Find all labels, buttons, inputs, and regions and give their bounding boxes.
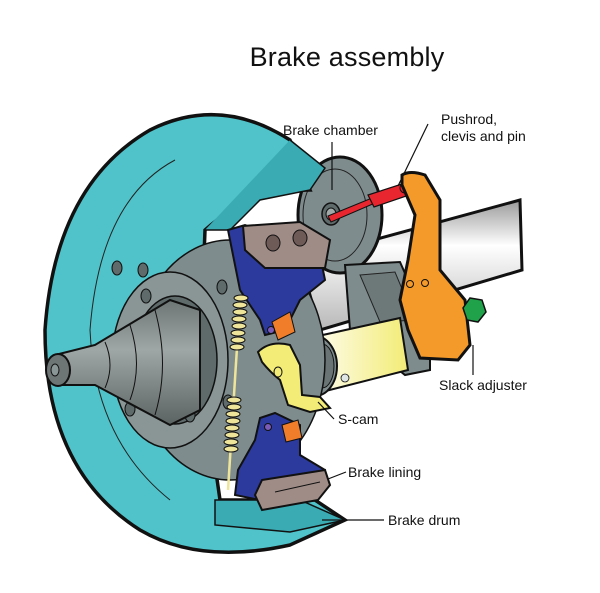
label-brake-drum: Brake drum xyxy=(388,512,461,528)
label-pushrod-clevis-pin: Pushrod, clevis and pin xyxy=(441,111,526,145)
leader-lines xyxy=(317,123,474,521)
slack-adjuster xyxy=(398,171,487,362)
label-slack-adjuster: Slack adjuster xyxy=(439,377,527,393)
spindle xyxy=(45,298,201,427)
brake-lining xyxy=(253,468,332,512)
label-pushrod-line1: Pushrod, xyxy=(441,111,498,127)
leader-pushrod xyxy=(397,123,429,187)
s-cam xyxy=(256,342,332,414)
label-pushrod-line2: clevis and pin xyxy=(441,128,526,144)
adjusting-nut xyxy=(462,297,487,323)
diagram-title: Brake assembly xyxy=(249,42,445,72)
label-s-cam: S-cam xyxy=(338,411,379,427)
label-brake-chamber: Brake chamber xyxy=(283,122,378,138)
return-spring xyxy=(223,294,249,491)
leader-s-cam xyxy=(317,401,335,420)
label-brake-lining: Brake lining xyxy=(348,464,422,480)
upper-brake-shoe xyxy=(226,220,332,341)
leader-brake-lining xyxy=(327,471,347,480)
